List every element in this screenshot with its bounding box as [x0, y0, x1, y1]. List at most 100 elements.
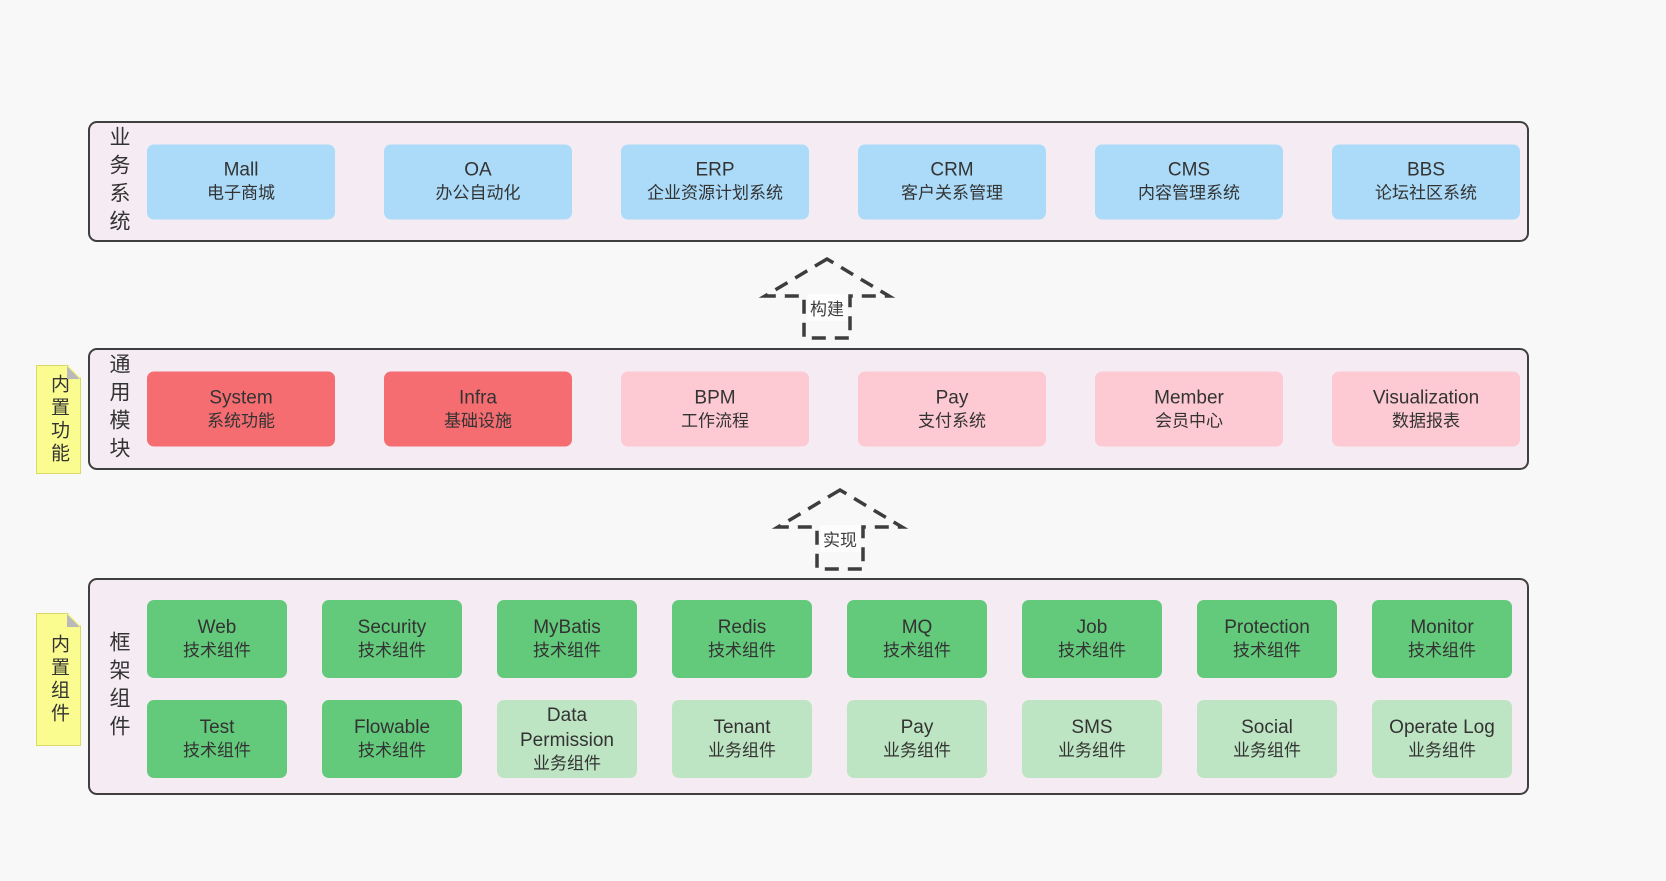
box-subtitle: 工作流程	[681, 411, 749, 431]
arrow-up-build: 构建	[757, 256, 897, 340]
box-title: Job	[1076, 617, 1108, 639]
folded-corner-icon	[67, 366, 80, 379]
box-subtitle: 技术组件	[183, 641, 251, 661]
box-subtitle: 基础设施	[444, 411, 512, 431]
box-subtitle: 业务组件	[533, 753, 601, 773]
folded-corner-icon	[67, 614, 80, 627]
box-subtitle: 会员中心	[1155, 411, 1223, 431]
box-subtitle: 技术组件	[708, 641, 776, 661]
box-subtitle: 业务组件	[1233, 741, 1301, 761]
box-subtitle: 技术组件	[1058, 641, 1126, 661]
layer-label-business-systems: 业务系统	[107, 125, 130, 238]
box-title: Test	[199, 717, 235, 739]
box-title: Security	[357, 617, 427, 639]
box-title: Data Permission	[520, 704, 614, 751]
box-subtitle: 内容管理系统	[1138, 183, 1240, 203]
box-title: System	[209, 387, 273, 409]
box-title: Redis	[717, 617, 767, 639]
box-subtitle: 办公自动化	[435, 183, 521, 203]
box-subtitle: 数据报表	[1392, 411, 1460, 431]
box-subtitle: 技术组件	[1408, 641, 1476, 661]
box-title: Pay	[935, 387, 969, 409]
layer-label-common-modules: 通用模块	[107, 353, 130, 465]
box-title: Operate Log	[1389, 717, 1495, 739]
box-title: Infra	[458, 387, 498, 409]
box-subtitle: 技术组件	[1233, 641, 1301, 661]
box-subtitle: 技术组件	[358, 741, 426, 761]
box-subtitle: 支付系统	[918, 411, 986, 431]
box-subtitle: 客户关系管理	[901, 183, 1003, 203]
box-subtitle: 系统功能	[207, 411, 275, 431]
arrow-up-implement: 实现	[770, 487, 910, 571]
box-title: Flowable	[353, 717, 431, 739]
arrow-label-build: 构建	[807, 294, 847, 321]
box-title: Pay	[900, 717, 934, 739]
box-title: BBS	[1406, 159, 1446, 181]
box-subtitle: 技术组件	[533, 641, 601, 661]
box-title: Member	[1154, 387, 1224, 409]
sticky-note-builtin-components: 内置组件	[36, 613, 81, 746]
box-subtitle: 业务组件	[883, 741, 951, 761]
box-subtitle: 业务组件	[1408, 741, 1476, 761]
box-title: CMS	[1167, 159, 1211, 181]
arrow-label-implement: 实现	[820, 525, 860, 552]
sticky-note-builtin-features: 内置功能	[36, 365, 81, 474]
sticky-note-label: 内置组件	[48, 633, 69, 726]
box-subtitle: 企业资源计划系统	[647, 183, 783, 203]
box-title: MQ	[901, 617, 933, 639]
box-title: Monitor	[1410, 617, 1474, 639]
box-subtitle: 技术组件	[358, 641, 426, 661]
box-title: SMS	[1071, 717, 1113, 739]
box-title: Mall	[223, 159, 259, 181]
box-subtitle: 论坛社区系统	[1375, 183, 1477, 203]
box-title: MyBatis	[533, 617, 601, 639]
box-title: CRM	[930, 159, 974, 181]
layer-label-framework-components: 框架组件	[107, 630, 130, 743]
box-subtitle: 业务组件	[1058, 741, 1126, 761]
box-subtitle: 技术组件	[883, 641, 951, 661]
box-title: Tenant	[713, 717, 771, 739]
box-subtitle: 电子商城	[207, 183, 275, 203]
box-title: ERP	[695, 159, 735, 181]
box-title: Visualization	[1372, 387, 1480, 409]
box-title: BPM	[694, 387, 736, 409]
box-title: Social	[1241, 717, 1293, 739]
box-subtitle: 技术组件	[183, 741, 251, 761]
sticky-note-label: 内置功能	[48, 373, 69, 466]
